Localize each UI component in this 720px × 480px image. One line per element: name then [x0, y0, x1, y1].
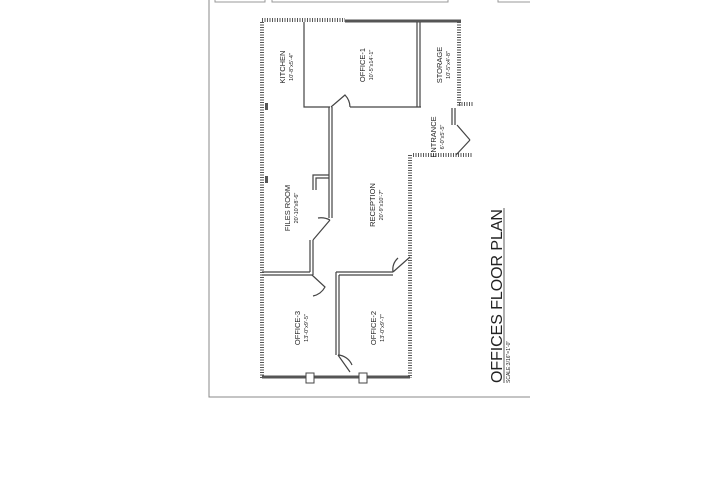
room-label-storage: STORAGE — [435, 47, 444, 84]
room-size-entrance: 6'-0"x5'-5" — [440, 125, 446, 150]
exterior-walls — [260, 18, 473, 384]
plan-title: OFFICES FLOOR PLAN — [489, 209, 506, 383]
room-label-reception: RECEPTION — [368, 183, 377, 227]
room-size-reception: 20'-9"x10'-7" — [379, 190, 385, 221]
room-size-office-2: 13'-0"x9'-7" — [380, 314, 386, 342]
room-label-office-3: OFFICE-3 — [293, 311, 302, 345]
room-size-storage: 10'-5"x4'-8" — [446, 51, 452, 79]
plan-scale: SCALE:3/16"=1'-0" — [506, 341, 512, 383]
room-label-entrance: ENTRANCE — [429, 116, 438, 157]
room-size-office-3: 13'-0"x9'-5" — [304, 314, 310, 342]
room-label-files-room: FILES ROOM — [283, 185, 292, 231]
room-size-office-1: 10'-5"x14'-1" — [369, 50, 375, 81]
room-label-kitchen: KITCHEN — [278, 51, 287, 84]
room-size-files-room: 20'-10"x8'-6" — [294, 193, 300, 224]
doors — [311, 94, 471, 373]
room-size-kitchen: 10'-8"x5'-4" — [289, 53, 295, 81]
interior-walls — [262, 22, 456, 355]
room-label-office-2: OFFICE-2 — [369, 311, 378, 345]
room-label-office-1: OFFICE-1 — [358, 48, 367, 82]
page-frame — [208, 0, 530, 398]
